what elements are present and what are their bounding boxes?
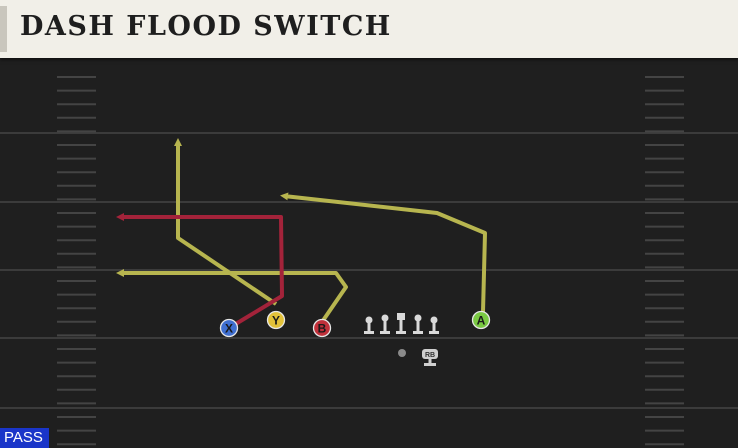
- play-field: RB X Y B A: [0, 76, 738, 446]
- play-title: DASH FLOOD SWITCH: [20, 11, 392, 42]
- yard-lines: [0, 132, 738, 409]
- route-x-switch-out: [116, 213, 284, 330]
- route-y-post-corner: [174, 138, 278, 306]
- hash-marks: [57, 76, 684, 446]
- lineman-t-icon: [429, 316, 439, 334]
- player-a[interactable]: A: [471, 310, 491, 330]
- route-a-deep-cross: [280, 192, 487, 313]
- lineman-t-icon: [380, 314, 390, 334]
- player-rb-label: RB: [425, 352, 435, 359]
- lineman-t-icon: [413, 314, 423, 334]
- route-b-out: [116, 269, 348, 324]
- player-b-label: B: [318, 322, 327, 336]
- title-bar: DASH FLOOD SWITCH: [0, 0, 738, 58]
- title-accent: [0, 6, 7, 52]
- player-x-label: X: [225, 322, 233, 336]
- player-a-label: A: [477, 314, 486, 328]
- lineman-t-icon: [364, 316, 374, 334]
- player-b[interactable]: B: [312, 318, 332, 338]
- center-square-icon: [396, 313, 406, 334]
- qb-dot-icon: [398, 349, 406, 357]
- player-x[interactable]: X: [219, 318, 239, 338]
- player-y-label: Y: [272, 314, 280, 328]
- player-y[interactable]: Y: [266, 310, 286, 330]
- play-type-badge: PASS: [0, 428, 49, 448]
- offensive-line: [364, 313, 439, 334]
- player-rb[interactable]: RB: [422, 349, 438, 366]
- routes: [116, 138, 487, 330]
